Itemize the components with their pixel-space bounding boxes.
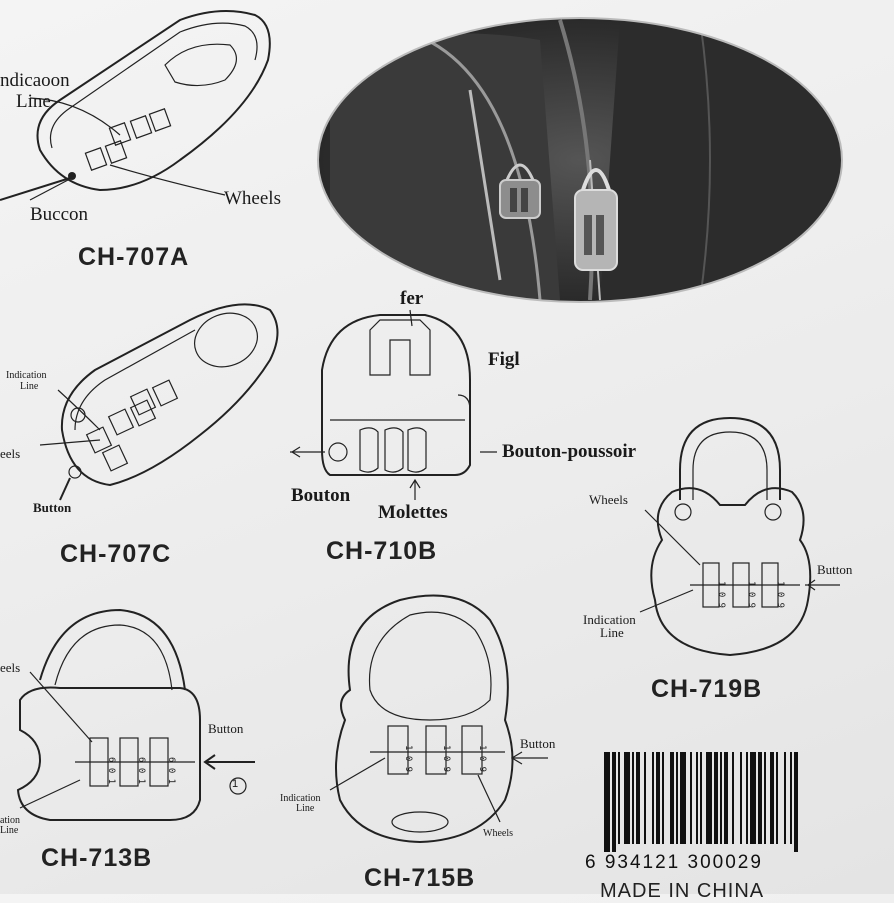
barcode-bar	[624, 752, 630, 844]
barcode-bar	[604, 752, 610, 852]
barcode-bar	[794, 752, 798, 852]
ch707a-line-label: Line	[16, 91, 51, 112]
svg-text:1 0 9: 1 0 9	[716, 581, 726, 608]
ch710b-bouton-poussoir-label: Bouton-poussoir	[502, 441, 637, 462]
barcode-bars	[604, 752, 798, 852]
barcode-bar	[764, 752, 766, 844]
ch710b-molettes-label: Molettes	[378, 502, 448, 523]
ch707a-indication-label: ndicaoon	[0, 70, 70, 91]
barcode-bar	[656, 752, 660, 844]
ch707c-line-label: Line	[20, 381, 39, 392]
barcode-bar	[784, 752, 786, 844]
barcode-bar	[612, 752, 616, 852]
ch713b-step-circle: 1	[232, 778, 239, 790]
svg-text:1 0 9: 1 0 9	[477, 745, 487, 772]
ch707a-wheels-label: Wheels	[224, 188, 281, 209]
barcode-bar	[652, 752, 654, 844]
barcode-bar	[750, 752, 756, 844]
ch715b-indication-label: Indication	[280, 793, 321, 804]
ch713b-line-label: Line	[0, 825, 19, 836]
ch710b-fer-label: fer	[400, 288, 424, 309]
ch713b-indication-label: ation	[0, 815, 20, 826]
ch713b-wheels-label: eels	[0, 660, 21, 675]
ch713b-model-title: CH-713B	[41, 844, 153, 872]
ch707a-model-title: CH-707A	[78, 243, 190, 271]
svg-text:6 0 1: 6 0 1	[166, 757, 176, 784]
ch719b-button-label: Button	[817, 562, 853, 577]
ch707c-indication-label: Indication	[6, 370, 47, 381]
ch715b-wheels-label: Wheels	[483, 828, 513, 839]
ch719b-indication-label: Indication	[583, 612, 636, 627]
svg-text:1 0 9: 1 0 9	[441, 745, 451, 772]
ch710b-bouton-label: Bouton	[291, 485, 351, 506]
barcode-bar	[696, 752, 698, 844]
ch707c-button-label: Button	[33, 500, 72, 515]
made-in-china-text: MADE IN CHINA	[600, 880, 765, 902]
barcode-bar	[670, 752, 674, 844]
barcode-bar	[700, 752, 702, 844]
ch719b-line-label: Line	[600, 625, 624, 640]
barcode-bar	[790, 752, 792, 844]
ch707c-wheels-label: eels	[0, 446, 21, 461]
barcode-bar	[680, 752, 686, 844]
ch719b-wheels-label: Wheels	[589, 492, 628, 507]
barcode-bar	[662, 752, 664, 844]
barcode-bar	[706, 752, 712, 844]
ch707a-button-label: Buccon	[30, 204, 89, 225]
ch710b-figl-label: Figl	[488, 349, 520, 370]
svg-text:1 0 9: 1 0 9	[403, 745, 413, 772]
ch715b-line-label: Line	[296, 803, 315, 814]
barcode-bar	[732, 752, 734, 844]
svg-text:6 0 1: 6 0 1	[106, 757, 116, 784]
barcode-bar	[746, 752, 748, 844]
svg-text:1 0 9: 1 0 9	[746, 581, 756, 608]
ch713b-button-label: Button	[208, 721, 244, 736]
barcode-bar	[758, 752, 762, 844]
barcode-bar	[636, 752, 640, 844]
svg-text:1 0 9: 1 0 9	[775, 581, 785, 608]
ch715b-button-label: Button	[520, 736, 556, 751]
ch719b-model-title: CH-719B	[651, 675, 763, 703]
svg-text:6 0 1: 6 0 1	[136, 757, 146, 784]
barcode-bar	[714, 752, 718, 844]
ch715b-model-title: CH-715B	[364, 864, 476, 892]
barcode-bar	[724, 752, 728, 844]
ch710b-model-title: CH-710B	[326, 537, 438, 565]
barcode-bar	[740, 752, 742, 844]
ch707c-model-title: CH-707C	[60, 540, 172, 568]
barcode-bar	[776, 752, 778, 844]
barcode-bar	[690, 752, 692, 844]
barcode-bar	[770, 752, 774, 844]
barcode-bar	[676, 752, 678, 844]
barcode-digits: 6 934121 300029	[585, 852, 763, 873]
barcode-bar	[618, 752, 620, 844]
barcode-bar	[632, 752, 634, 844]
barcode-bar	[720, 752, 722, 844]
barcode-bar	[644, 752, 646, 844]
